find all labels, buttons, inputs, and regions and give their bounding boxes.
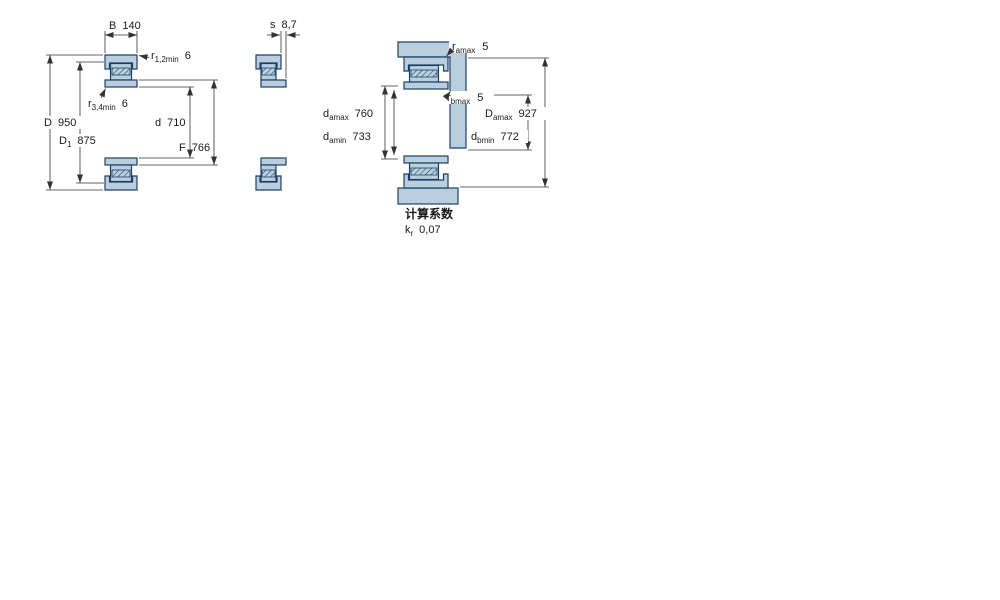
middle-view-cross-section	[255, 54, 287, 191]
cage-bottom	[111, 169, 131, 178]
inner-ring-bottom	[104, 157, 138, 166]
inner-ring-top	[403, 81, 449, 90]
outer-ring-bottom	[104, 175, 138, 191]
right-view-leaders	[442, 47, 455, 100]
cage-bottom	[261, 169, 276, 178]
housing-shoulder-bottom	[397, 187, 459, 205]
left-view-leaders	[99, 54, 150, 99]
label-masks-left	[41, 116, 102, 147]
inner-ring-top	[260, 79, 287, 88]
outer-ring-top	[403, 56, 449, 72]
inner-ring-top	[104, 79, 138, 88]
outer-ring-top	[255, 54, 282, 70]
cage-top	[410, 69, 438, 78]
middle-view-dimension-lines	[267, 31, 300, 78]
outer-ring-bottom	[255, 175, 282, 191]
cage-top	[261, 67, 276, 76]
left-view-dimension-lines	[46, 31, 218, 191]
calc-factors-heading: 计算系数	[405, 206, 454, 221]
label-masks-right	[444, 40, 546, 143]
cage-bottom	[410, 167, 438, 176]
left-view-cross-section	[104, 54, 138, 191]
inner-ring-bottom	[260, 157, 287, 166]
outer-ring-top	[104, 54, 138, 70]
cage-top	[111, 67, 131, 76]
right-view-dimension-lines	[381, 57, 549, 188]
inner-ring-bottom	[403, 155, 449, 164]
outer-ring-bottom	[403, 173, 449, 189]
right-view-mounting	[397, 41, 467, 205]
